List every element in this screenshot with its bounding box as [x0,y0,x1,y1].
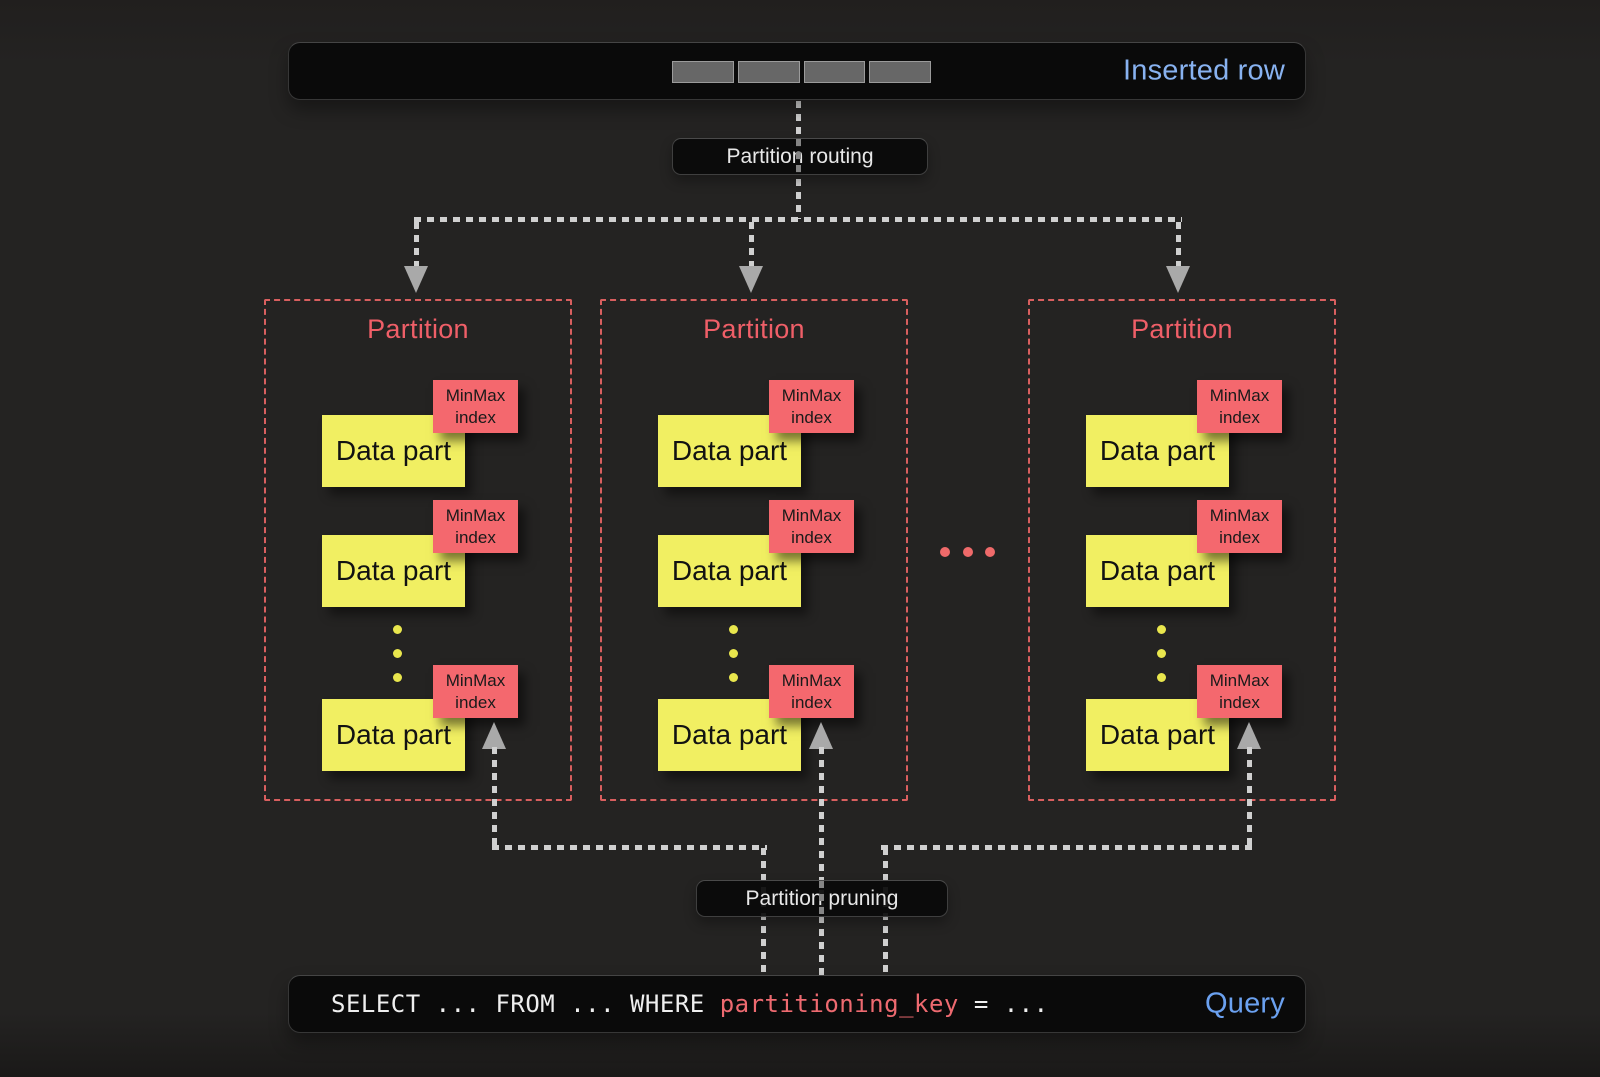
row-segment-cell [869,61,931,83]
data-part: Data part [322,535,465,607]
more-parts-dot [1157,649,1166,658]
arrow-down-icon [404,266,428,293]
minmax-index-tag: MinMax index [769,665,854,718]
arrow-down-icon [1166,266,1190,293]
more-parts-dot [729,673,738,682]
more-parts-dot [393,673,402,682]
branch-stem-right [1176,222,1181,267]
partition-title: Partition [1131,314,1233,344]
partition-box-3: Partition Data part MinMax index Data pa… [1028,299,1336,801]
arrow-up-icon [482,722,506,749]
more-partitions-dot [963,547,973,557]
minmax-index-tag: MinMax index [1197,500,1282,553]
routing-line-through-label [796,139,801,174]
more-parts-dot [1157,625,1166,634]
minmax-index-tag: MinMax index [1197,665,1282,718]
arrow-down-icon [739,266,763,293]
query-text-before: SELECT ... FROM ... WHERE [331,990,720,1018]
pruning-stem-center [819,747,824,975]
minmax-index-tag: MinMax index [1197,380,1282,433]
query-text-after: = ... [958,990,1049,1018]
minmax-index-tag: MinMax index [769,500,854,553]
partition-title: Partition [703,314,805,344]
more-parts-dot [729,649,738,658]
more-parts-dot [393,625,402,634]
row-segments [672,61,931,83]
row-segment-cell [737,61,800,83]
more-partitions-dot [940,547,950,557]
query-label: Query [1205,987,1285,1020]
minmax-index-tag: MinMax index [433,380,518,433]
inserted-row-bar: Inserted row [288,42,1306,100]
row-segment-cell [672,61,734,83]
minmax-index-tag: MinMax index [769,380,854,433]
partition-box-2: Partition Data part MinMax index Data pa… [600,299,908,801]
partition-box-1: Partition Data part MinMax index Data pa… [264,299,572,801]
minmax-index-tag: MinMax index [433,665,518,718]
more-parts-dot [393,649,402,658]
arrow-up-icon [809,722,833,749]
more-partitions-dot [985,547,995,557]
pruning-stem-left [492,747,497,847]
data-part: Data part [658,699,801,771]
row-segment-cell [803,61,866,83]
more-parts-dot [1157,673,1166,682]
more-parts-dot [729,625,738,634]
inserted-row-label: Inserted row [1123,54,1285,87]
pruning-stem-right [1247,747,1252,847]
query-bar: SELECT ... FROM ... WHERE partitioning_k… [288,975,1306,1033]
query-sql-text: SELECT ... FROM ... WHERE partitioning_k… [331,990,1049,1018]
branch-stem-center [749,222,754,267]
routing-branch-line [414,217,1182,222]
pruning-line-through-label [819,881,824,916]
partition-title: Partition [367,314,469,344]
minmax-index-tag: MinMax index [433,500,518,553]
arrow-up-icon [1237,722,1261,749]
branch-stem-left [414,222,419,267]
pruning-collector-left [492,845,767,850]
query-partitioning-key: partitioning_key [719,990,959,1018]
pruning-collector-right [881,845,1252,850]
